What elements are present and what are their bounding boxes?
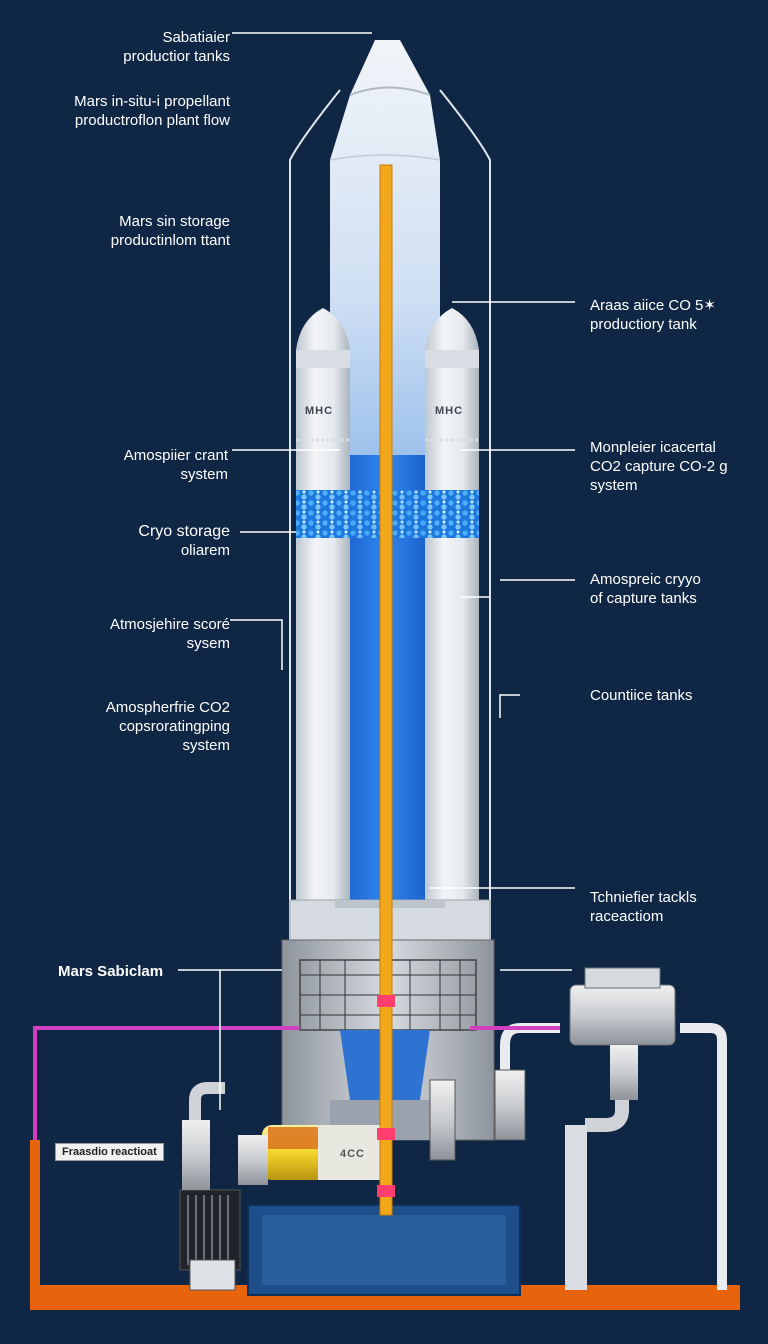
label-line: CO2 capture CO-2 ɡ	[590, 458, 728, 475]
label-line: productinlom ttant	[110, 232, 230, 249]
label-cryo-capture-tanks: Amospreic cryyo of capture tanks	[590, 570, 701, 608]
label-line: Atmosjehire scoré	[109, 616, 230, 633]
label-line: Mars in-situ-i propellant	[74, 93, 230, 110]
right-tank-mark: MHC	[435, 405, 464, 417]
label-line: Cryo storage	[138, 523, 230, 540]
reactor-cylinder	[262, 1125, 382, 1180]
cylinder-mark: 4CC	[340, 1148, 366, 1160]
label-co2-capture-system: Monpleier icacertal CO2 capture CO-2 ɡ s…	[590, 438, 728, 495]
label-line: Amospreic cryyo	[590, 571, 701, 588]
label-line: oliarem	[180, 542, 230, 559]
label-line: Monpleier icacertal	[590, 439, 716, 456]
ground-base-orange	[30, 1145, 740, 1310]
label-line: Amospherfrie CO2	[105, 699, 230, 716]
label-line: copsroratingping	[119, 718, 230, 735]
label-line: productiory tank	[590, 316, 697, 333]
label-line: Countiice tanks	[590, 687, 693, 704]
reactor-tag: Fraasdio reactioat	[55, 1143, 164, 1161]
right-side-tank	[425, 308, 479, 925]
label-mars-sabiclam: Mars Sabiclam	[58, 962, 163, 981]
left-pump	[179, 1082, 268, 1291]
label-line: system	[590, 477, 638, 494]
label-cryo-storage: Cryo storage oliarem	[40, 522, 230, 560]
label-reaction-tanks: Tchniefier tackls raceactiom	[590, 888, 697, 926]
label-isru-plant-flow: Mars in-situ-i propellant productroflon …	[10, 92, 230, 130]
label-mars-storage: Mars sin storage productinlom ttant	[40, 212, 230, 250]
magenta-pipe-left	[33, 1026, 300, 1140]
left-tank-mark: MHC	[305, 405, 334, 417]
right-pump-unit	[429, 967, 727, 1290]
label-line: productroflon plant flow	[74, 112, 230, 129]
label-line: raceactiom	[590, 908, 664, 925]
label-atmosphere-plant: Amospiier crant system	[40, 446, 228, 484]
label-line: Amospiier crant	[123, 447, 228, 464]
label-line: productior tanks	[123, 48, 230, 65]
left-side-tank	[296, 308, 350, 925]
label-countiice-tanks: Countiice tanks	[590, 686, 693, 705]
label-atmosphere-score: Atmosjehire scoré sysem	[40, 615, 230, 653]
label-sabatier-tanks: Sabatiaier productior tanks	[60, 28, 230, 66]
label-line: Sabatiaier	[162, 29, 230, 46]
label-line: Tchniefier tackls	[590, 889, 697, 906]
label-line: Mars sin storage	[119, 213, 230, 230]
label-co2-production-tank: Araas aiice CO 5✶ productiory tank	[590, 296, 716, 334]
label-line: Mars Sabiclam	[58, 963, 164, 980]
label-line: sysem	[186, 635, 230, 652]
label-line: system	[182, 737, 230, 754]
label-line: of capture tanks	[590, 590, 697, 607]
label-co2-system: Amospherfrie CO2 copsroratingping system	[40, 698, 230, 755]
center-feed-pipe	[379, 164, 393, 1216]
label-line: Araas aiice CO 5✶	[590, 297, 716, 314]
label-line: system	[180, 466, 228, 483]
